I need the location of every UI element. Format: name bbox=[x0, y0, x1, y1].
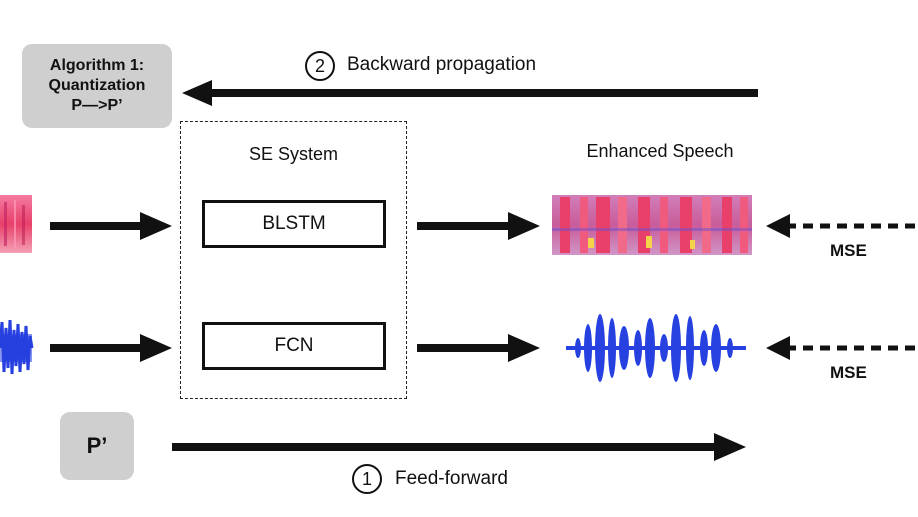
backward-step-number: 2 bbox=[305, 51, 335, 81]
blstm-module: BLSTM bbox=[202, 200, 386, 248]
algorithm-line-2: Quantization bbox=[48, 77, 146, 94]
enhanced-speech-title: Enhanced Speech bbox=[586, 141, 734, 161]
enhanced-spectrogram bbox=[552, 195, 752, 255]
input-arrow-top bbox=[50, 212, 172, 240]
mse-arrow-top bbox=[766, 214, 918, 238]
algorithm-box: Algorithm 1: Quantization P—>P’ bbox=[22, 44, 172, 128]
se-system-box bbox=[180, 121, 407, 399]
fcn-module: FCN bbox=[202, 322, 386, 370]
mse-label-top: MSE bbox=[830, 241, 867, 260]
backward-step-number-text: 2 bbox=[314, 55, 325, 76]
input-arrow-bottom bbox=[50, 334, 172, 362]
se-system-title: SE System bbox=[248, 144, 339, 164]
feedforward-arrow bbox=[172, 433, 746, 461]
mse-label-bottom: MSE bbox=[830, 363, 867, 382]
backward-arrow bbox=[182, 80, 758, 106]
mse-arrow-bottom bbox=[766, 336, 918, 360]
quantized-params-label: P’ bbox=[86, 433, 108, 458]
quantized-params-box: P’ bbox=[60, 412, 134, 480]
feedforward-label: Feed-forward bbox=[395, 468, 508, 489]
input-waveform bbox=[0, 319, 34, 375]
feedforward-step-number: 1 bbox=[352, 464, 382, 494]
algorithm-line-3: P—>P’ bbox=[71, 97, 123, 114]
input-spectrogram bbox=[0, 195, 32, 253]
feedforward-step-number-text: 1 bbox=[361, 468, 372, 489]
enhanced-waveform bbox=[566, 314, 746, 382]
output-arrow-top bbox=[417, 212, 540, 240]
backward-propagation-label: Backward propagation bbox=[347, 54, 537, 75]
algorithm-line-1: Algorithm 1: bbox=[49, 57, 145, 74]
output-arrow-bottom bbox=[417, 334, 540, 362]
